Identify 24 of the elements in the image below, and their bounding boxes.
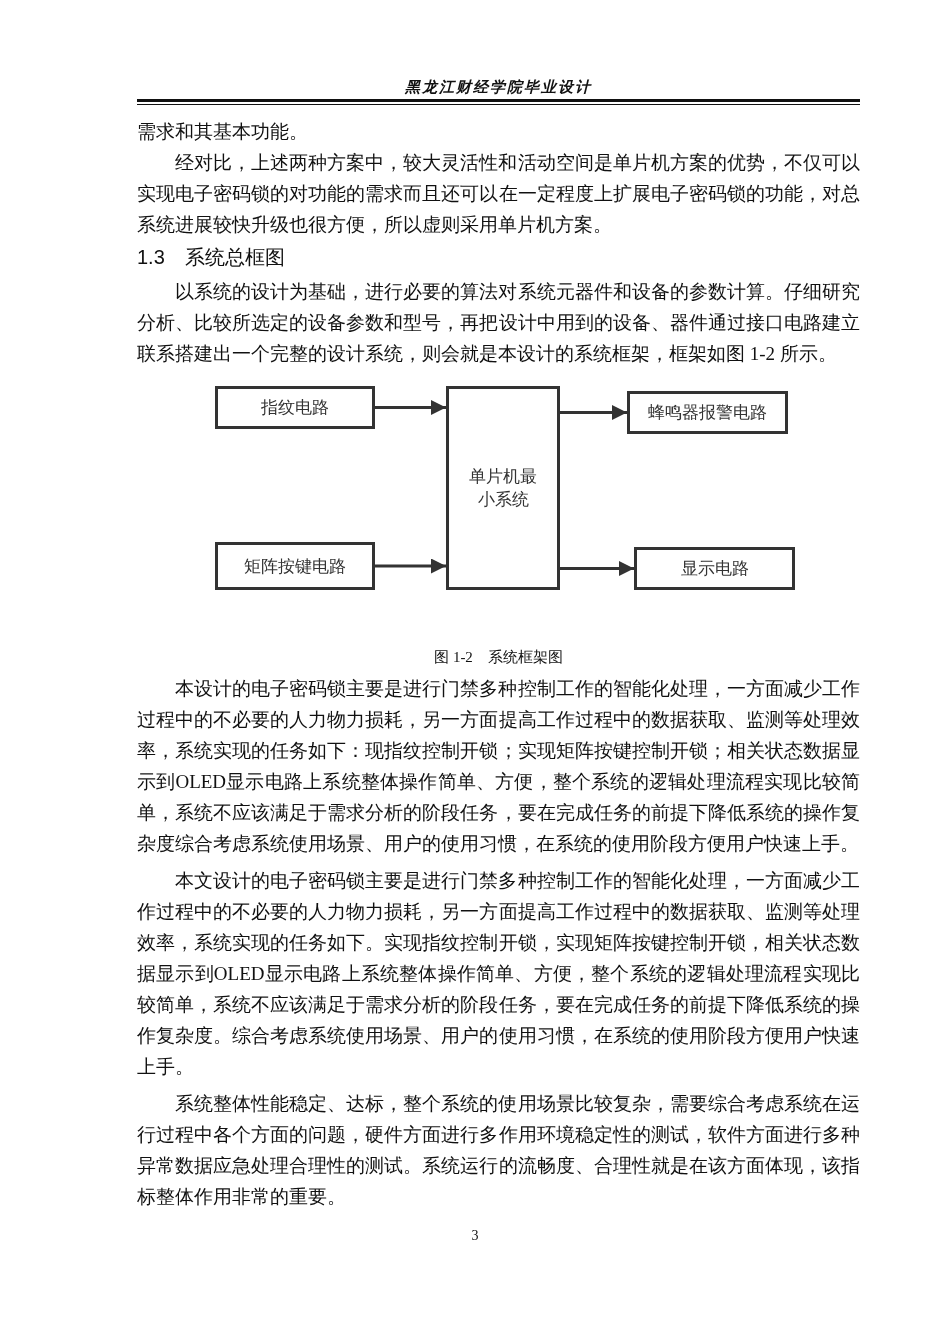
paragraph: 需求和其基本功能。 [137, 120, 309, 144]
block-label: 指纹电路 [261, 396, 329, 419]
block-box [215, 542, 375, 590]
page-number: 3 [470, 1228, 480, 1244]
arrow [560, 561, 634, 576]
figure-caption: 图 1-2 系统框架图 [433, 648, 564, 667]
block-label: 单片机最小系统 [468, 465, 538, 511]
section-heading: 1.3 系统总框图 [137, 245, 286, 270]
paragraph: 以系统的设计为基础，进行必要的算法对系统元器件和设备的参数计算。仔细研究分析、比较所选定的设备参数和型号，再把设计中用到的设备、器件通过接口电路建立联系搭建出一个完整的设计系统，则会就是本设计的系统框架，框架如图 1-2 所示。 [137, 280, 860, 366]
block-box [446, 386, 560, 590]
arrow [560, 405, 627, 420]
block-box [634, 547, 795, 590]
page-header: 黑龙江财经学院毕业设计 [404, 78, 593, 97]
block-label: 矩阵按键电路 [244, 554, 346, 578]
paragraph: 本文设计的电子密码锁主要是进行门禁多种控制工作的智能化处理，一方面减少工作过程中的不必要的人力物力损耗，另一方面提高工作过程中的数据获取、监测等处理效率，系统实现的任务如下。实现指纹控制开锁，实现矩阵按键控制开锁，相关状态数据显示到OLED显示电路上系统整体操作简单、方便，整个系统的逻辑处理流程实现比较简单，系统不应该满足于需求分析的阶段任务，要在完成任务的前提下降低系统的操作复杂度。综合考虑系统使用场景、用户的使用习惯，在系统的使用阶段方便用户快速上手。 [137, 869, 860, 1079]
block-box [627, 391, 788, 434]
block-label: 显示电路 [680, 557, 749, 580]
arrow [375, 400, 446, 415]
paragraph: 经对比，上述两种方案中，较大灵活性和活动空间是单片机方案的优势，不仅可以实现电子密码锁的对功能的需求而且还可以在一定程度上扩展电子密码锁的功能，对总系统进展较快升级也很方便，所以虚则采用单片机方案。 [137, 151, 860, 237]
paragraph: 本设计的电子密码锁主要是进行门禁多种控制工作的智能化处理，一方面减少工作过程中的不必要的人力物力损耗，另一方面提高工作过程中的数据获取、监测等处理效率，系统实现的任务如下：现指纹控制开锁；实现矩阵按键控制开锁；相关状态数据显示到OLED显示电路上系统整体操作简单、方便，整个系统的逻辑处理流程实现比较简单，系统不应该满足于需求分析的阶段任务，要在完成任务的前提下降低系统的操作复杂度综合考虑系统使用场景、用户的使用习惯，在系统的使用阶段方便用户快速上手。 [137, 677, 860, 856]
paragraph: 系统整体性能稳定、达标，整个系统的使用场景比较复杂，需要综合考虑系统在运行过程中各个方面的问题，硬件方面进行多作用环境稳定性的测试，软件方面进行多种异常数据应急处理合理性的测试。系统运行的流畅度、合理性就是在该方面体现，该指标整体作用非常的重要。 [137, 1092, 860, 1209]
arrow [375, 558, 446, 574]
block-box [215, 386, 375, 429]
block-label: 蜂鸣器报警电路 [648, 401, 767, 424]
